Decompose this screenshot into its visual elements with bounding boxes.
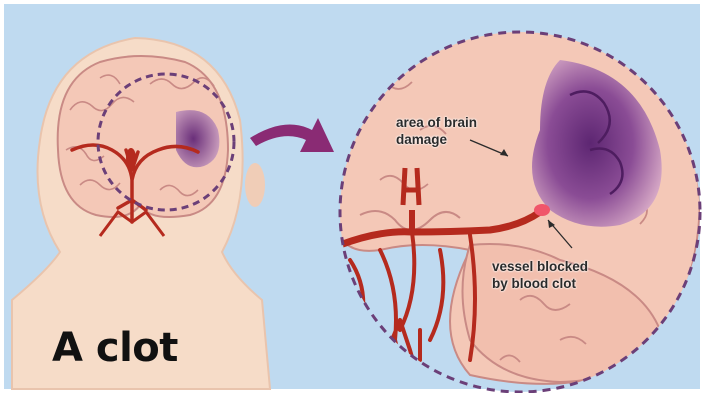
damage-label-line1: area of brain xyxy=(396,114,477,131)
damage-annotation: area of brain damage xyxy=(396,114,477,148)
damage-label-line2: damage xyxy=(396,131,477,148)
blood-clot xyxy=(534,204,550,216)
vessel-label-line2: by blood clot xyxy=(492,275,588,292)
vessel-annotation: vessel blocked by blood clot xyxy=(492,258,588,292)
brain-left xyxy=(58,56,228,236)
vessel-label-line1: vessel blocked xyxy=(492,258,588,275)
caption-title: A clot xyxy=(52,328,178,368)
